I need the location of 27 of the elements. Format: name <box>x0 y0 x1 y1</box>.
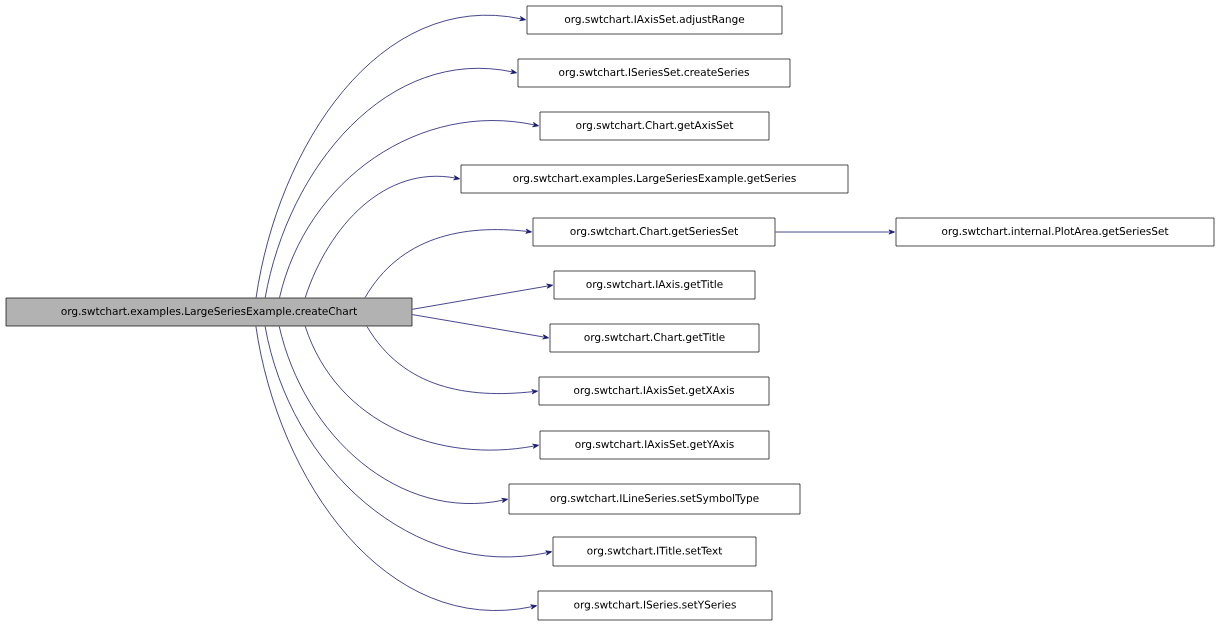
arrow <box>255 14 526 299</box>
function-box: org.swtchart.examples.LargeSeriesExample.createChart <box>5 297 413 327</box>
arrow <box>304 175 460 299</box>
function-box: org.swtchart.IAxisSet.getXAxis <box>538 376 770 406</box>
function-box: org.swtchart.examples.LargeSeriesExample.getSeries <box>460 164 849 194</box>
function-box: org.swtchart.IAxisSet.adjustRange <box>526 5 783 35</box>
arrow <box>278 325 508 504</box>
arrow <box>264 67 517 299</box>
function-box: org.swtchart.Chart.getSeriesSet <box>532 217 776 247</box>
function-box: org.swtchart.Chart.getAxisSet <box>539 111 770 141</box>
function-box: org.swtchart.ISeriesSet.createSeries <box>517 58 791 88</box>
function-box: org.swtchart.Chart.getTitle <box>549 323 760 353</box>
arrow <box>774 229 895 235</box>
function-box: org.swtchart.ISeries.setYSeries <box>537 590 773 621</box>
function-box: org.swtchart.ITitle.setText <box>552 536 757 567</box>
arrow <box>255 325 537 611</box>
function-box: org.swtchart.IAxis.getTitle <box>553 270 756 300</box>
function-box: org.swtchart.IAxisSet.getYAxis <box>539 430 770 460</box>
function-box: org.swtchart.internal.PlotArea.getSeriesSet <box>895 217 1215 247</box>
arrow <box>304 325 539 451</box>
arrow <box>411 314 549 340</box>
arrow <box>411 283 553 310</box>
function-box: org.swtchart.ILineSeries.setSymbolType <box>508 483 801 515</box>
arrow <box>264 325 552 558</box>
arrow <box>279 120 539 299</box>
arrow <box>366 325 538 395</box>
arrow <box>364 228 532 299</box>
